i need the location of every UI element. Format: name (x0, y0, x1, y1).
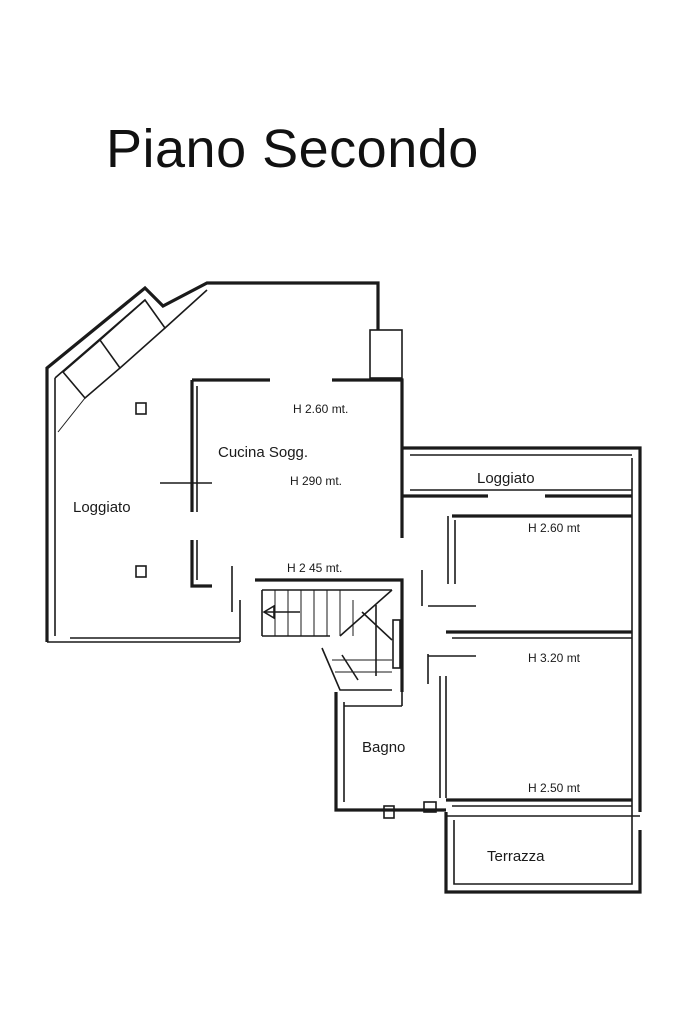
room-label-bagno: Bagno (362, 739, 405, 756)
height-label-room-ne: H 2.60 mt (528, 521, 581, 535)
height-label-stair: H 2 45 mt. (287, 561, 342, 575)
room-label-cucina: Cucina Sogg. (218, 444, 308, 461)
height-label-cucina-mid: H 290 mt. (290, 474, 342, 488)
loggiato-west-walls (45, 281, 380, 643)
height-label-room-se-bottom: H 2.50 mt (528, 781, 581, 795)
cucina-walls (190, 378, 404, 612)
duct (369, 329, 403, 379)
room-label-loggiato-west: Loggiato (73, 499, 131, 516)
room-label-terrazza: Terrazza (487, 848, 545, 865)
terrazza-walls (444, 812, 642, 894)
page-title: Piano Secondo (106, 119, 479, 179)
room-label-loggiato-east: Loggiato (477, 470, 535, 487)
height-label-room-se: H 3.20 mt (528, 651, 581, 665)
east-block-walls (402, 446, 642, 820)
staircase (255, 578, 404, 692)
bagno-walls (334, 692, 446, 819)
height-label-cucina-top: H 2.60 mt. (293, 402, 348, 416)
